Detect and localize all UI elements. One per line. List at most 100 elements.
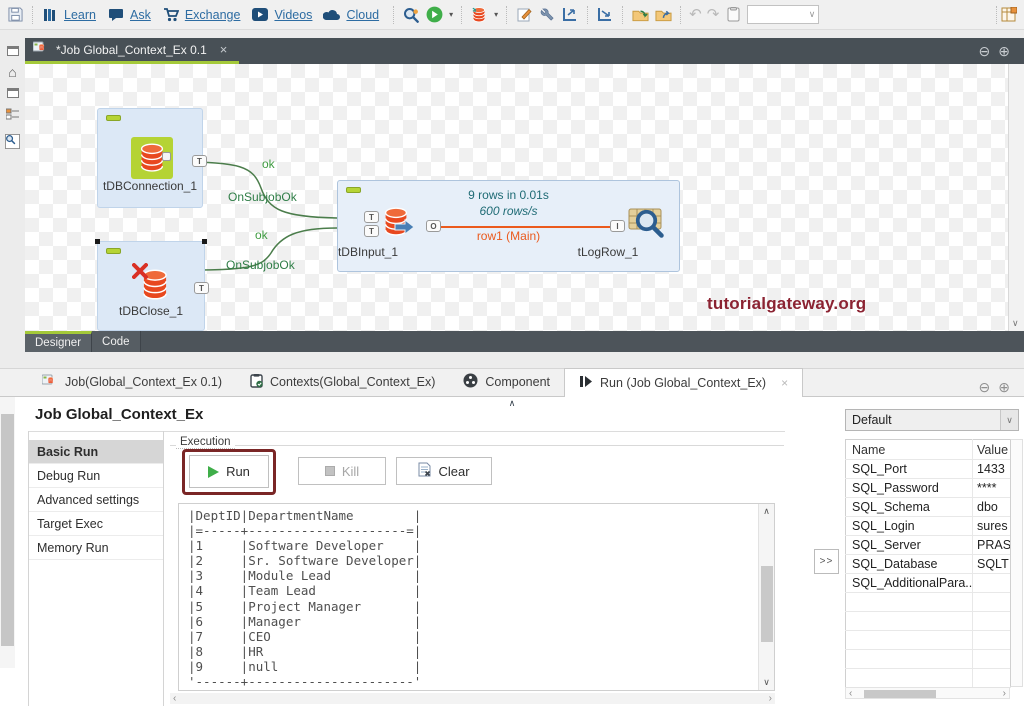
table-row[interactable]: SQL_Port1433 — [846, 460, 1011, 479]
chevron-down-icon[interactable]: ∨ — [1000, 410, 1018, 430]
restore-view2-icon[interactable] — [7, 88, 19, 98]
export-diagram-icon[interactable] — [561, 6, 579, 24]
execution-console[interactable]: |DeptID|DepartmentName | |=-----+-------… — [178, 503, 775, 691]
table-row[interactable] — [846, 650, 1011, 669]
scroll-down-icon[interactable]: ∨ — [759, 677, 774, 688]
tab-job[interactable]: Job(Global_Context_Ex 0.1) — [28, 368, 236, 396]
tab-code[interactable]: Code — [92, 331, 141, 352]
search-view-icon[interactable] — [5, 134, 20, 154]
toolbar-combo[interactable]: ∨ — [747, 5, 819, 24]
scroll-right-icon[interactable]: › — [1003, 688, 1006, 699]
component-tdbconnection[interactable]: T tDBConnection_1 — [97, 108, 203, 208]
canvas-vertical-scrollbar[interactable]: ∨ — [1008, 64, 1024, 331]
table-row[interactable] — [846, 612, 1011, 631]
run-job-icon[interactable] — [425, 6, 443, 24]
ask-icon[interactable] — [107, 6, 125, 24]
tdbclose-icon[interactable] — [134, 265, 174, 303]
selection-handle[interactable] — [202, 239, 207, 244]
port-badge-t[interactable]: T — [364, 211, 379, 223]
row-main-link[interactable] — [440, 226, 612, 228]
videos-icon[interactable] — [251, 6, 269, 24]
table-row[interactable]: SQL_Loginsures — [846, 517, 1011, 536]
paste-icon[interactable] — [724, 6, 742, 24]
scrollbar-thumb[interactable] — [864, 690, 936, 698]
edit-icon[interactable] — [515, 6, 533, 24]
print-diagram-icon[interactable] — [596, 6, 614, 24]
job-editor-tab[interactable]: *Job Global_Context_Ex 0.1 × — [25, 38, 239, 64]
port-badge-t[interactable]: T — [364, 225, 379, 237]
kill-button[interactable]: Kill — [298, 457, 386, 485]
context-variables-table[interactable]: NameValue SQL_Port1433 SQL_Password**** … — [845, 439, 1011, 688]
sidebar-item-memory-run[interactable]: Memory Run — [29, 536, 163, 560]
perspective-icon[interactable] — [1000, 6, 1018, 24]
sidebar-item-advanced-settings[interactable]: Advanced settings — [29, 488, 163, 512]
minimize-icon[interactable]: ⊖ — [979, 379, 991, 396]
home-icon[interactable]: ⌂ — [8, 65, 16, 79]
undo-icon[interactable]: ↶ — [689, 7, 702, 22]
maximize-icon[interactable]: ⊕ — [998, 43, 1010, 60]
learn-icon[interactable] — [41, 6, 59, 24]
context-vertical-scrollbar[interactable] — [1010, 439, 1023, 687]
db-connections-icon[interactable] — [470, 6, 488, 24]
subjob-box[interactable]: 9 rows in 0.01s 600 rows/s row1 (Main) T… — [337, 180, 680, 272]
restore-view-icon[interactable] — [7, 46, 19, 56]
component-tdbclose[interactable]: T tDBClose_1 — [97, 241, 205, 331]
exchange-icon[interactable] — [162, 6, 180, 24]
tdbinput-icon[interactable] — [382, 207, 422, 243]
table-row[interactable] — [846, 593, 1011, 612]
minimize-icon[interactable]: ⊖ — [979, 43, 991, 60]
port-badge-t[interactable]: T — [192, 155, 207, 167]
cloud-icon[interactable] — [323, 6, 341, 24]
close-tab-icon[interactable]: × — [781, 376, 788, 390]
exchange-link[interactable]: Exchange — [185, 8, 241, 22]
table-row[interactable] — [846, 631, 1011, 650]
cloud-link[interactable]: Cloud — [346, 8, 379, 22]
scrollbar-thumb[interactable] — [761, 566, 773, 642]
console-horizontal-scrollbar[interactable]: ‹ › — [170, 693, 775, 704]
tab-designer[interactable]: Designer — [25, 331, 92, 352]
scroll-up-icon[interactable]: ∧ — [0, 398, 1024, 409]
scroll-down-icon[interactable]: ∨ — [1012, 318, 1019, 329]
scroll-up-icon[interactable]: ∧ — [759, 506, 774, 517]
learn-link[interactable]: Learn — [64, 8, 96, 22]
table-row[interactable]: SQL_AdditionalPara... — [846, 574, 1011, 593]
table-row[interactable]: SQL_ServerPRAS — [846, 536, 1011, 555]
outline-view-icon[interactable] — [6, 107, 20, 125]
scroll-left-icon[interactable]: ‹ — [849, 688, 852, 699]
close-tab-icon[interactable]: × — [220, 42, 228, 57]
combo-chevron-icon[interactable]: ∨ — [809, 9, 816, 20]
clear-button[interactable]: Clear — [396, 457, 492, 485]
context-select[interactable]: Default ∨ — [845, 409, 1019, 431]
tab-run[interactable]: Run (Job Global_Context_Ex) × — [564, 368, 803, 397]
videos-link[interactable]: Videos — [274, 8, 312, 22]
find-job-icon[interactable] — [402, 6, 420, 24]
refresh-repository-icon[interactable] — [631, 6, 649, 24]
run-dropdown-arrow[interactable]: ▾ — [449, 10, 453, 19]
table-row[interactable] — [846, 669, 1011, 688]
tdbconnection-icon[interactable] — [131, 137, 173, 179]
tlogrow-icon[interactable] — [628, 206, 664, 242]
save-icon[interactable] — [6, 6, 24, 24]
run-button[interactable]: Run — [189, 455, 269, 488]
db-dropdown-arrow[interactable]: ▾ — [494, 10, 498, 19]
selection-handle[interactable] — [95, 239, 100, 244]
design-canvas[interactable]: ok OnSubjobOk ok OnSubjobOk T tDBConnect… — [25, 64, 1008, 331]
table-row[interactable]: SQL_DatabaseSQLT — [846, 555, 1011, 574]
tab-contexts[interactable]: Contexts(Global_Context_Ex) — [236, 368, 449, 396]
console-vertical-scrollbar[interactable]: ∧ ∨ — [758, 504, 774, 690]
table-row[interactable]: SQL_Schemadbo — [846, 498, 1011, 517]
sidebar-item-target-exec[interactable]: Target Exec — [29, 512, 163, 536]
expand-context-button[interactable]: >> — [814, 549, 839, 574]
scrollbar-thumb[interactable] — [1, 414, 14, 646]
sidebar-item-basic-run[interactable]: Basic Run — [29, 440, 163, 464]
run-view-scrollbar[interactable]: ∧ — [0, 397, 15, 668]
port-badge-o[interactable]: O — [426, 220, 441, 232]
context-horizontal-scrollbar[interactable]: ‹ › — [845, 687, 1010, 699]
import-items-icon[interactable] — [654, 6, 672, 24]
tab-component[interactable]: Component — [449, 368, 564, 396]
wrench-icon[interactable] — [538, 6, 556, 24]
sidebar-item-debug-run[interactable]: Debug Run — [29, 464, 163, 488]
ask-link[interactable]: Ask — [130, 8, 151, 22]
port-badge-i[interactable]: I — [610, 220, 625, 232]
port-badge-t[interactable]: T — [194, 282, 209, 294]
